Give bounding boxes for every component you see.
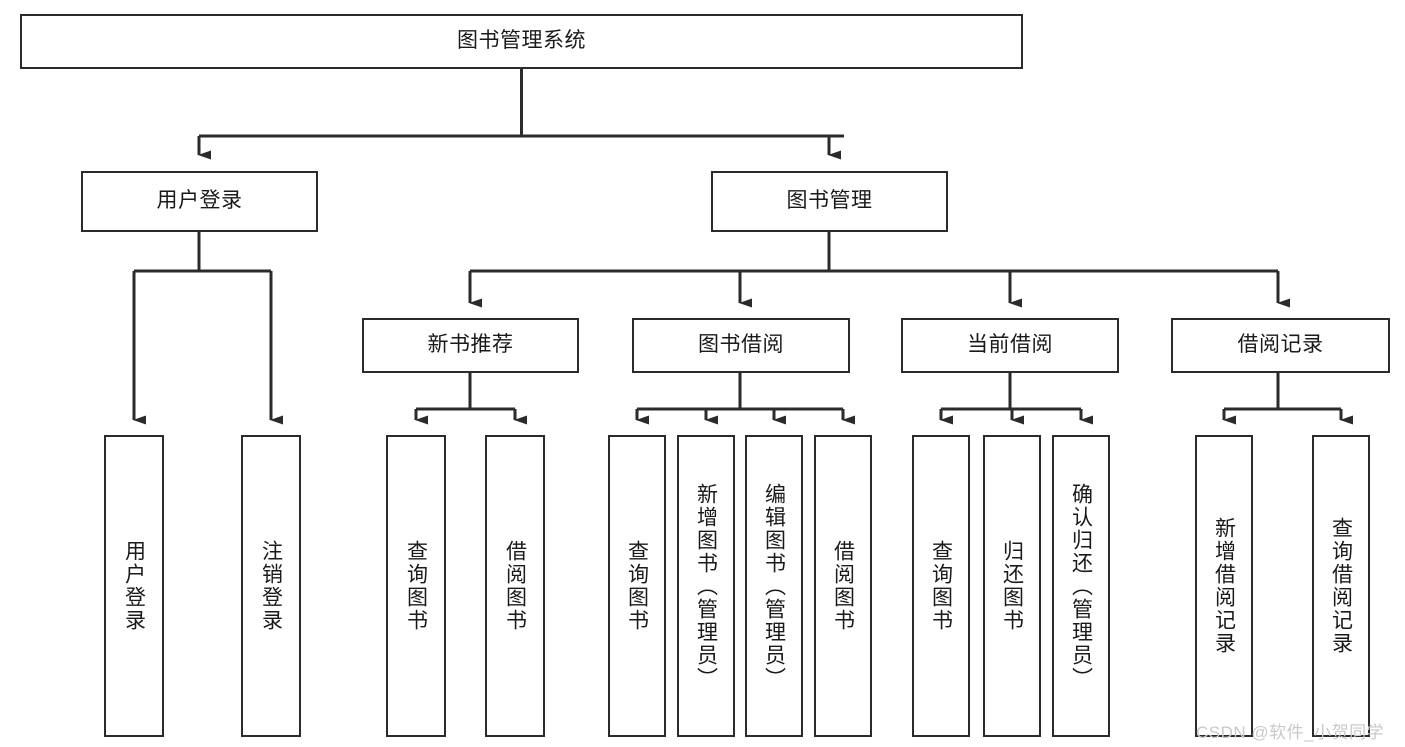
leaf-query-book-current[interactable]: 查询图书 xyxy=(912,435,970,737)
leaf-borrow-book-recommend-label: 借阅图书 xyxy=(503,540,527,632)
node-current-borrow[interactable]: 当前借阅 xyxy=(901,318,1119,373)
leaf-user-login[interactable]: 用户登录 xyxy=(104,435,164,737)
node-book-borrow[interactable]: 图书借阅 xyxy=(632,318,850,373)
leaf-query-book-recommend-label: 查询图书 xyxy=(404,540,428,632)
node-root[interactable]: 图书管理系统 xyxy=(20,14,1023,69)
leaf-add-book-admin[interactable]: 新增图书（管理员） xyxy=(677,435,735,737)
leaf-confirm-return-admin-label: 确认归还（管理员） xyxy=(1069,482,1093,690)
leaf-borrow-book-recommend[interactable]: 借阅图书 xyxy=(485,435,545,737)
leaf-user-logout-label: 注销登录 xyxy=(259,540,283,632)
node-new-book-recommend-label: 新书推荐 xyxy=(427,333,514,357)
node-book-borrow-label: 图书借阅 xyxy=(698,333,784,357)
leaf-return-book[interactable]: 归还图书 xyxy=(983,435,1041,737)
node-user-login-label: 用户登录 xyxy=(156,189,243,213)
leaf-user-logout[interactable]: 注销登录 xyxy=(241,435,301,737)
leaf-edit-book-admin-label: 编辑图书（管理员） xyxy=(762,482,786,690)
leaf-query-borrow-record-label: 查询借阅记录 xyxy=(1329,517,1353,655)
leaf-edit-book-admin[interactable]: 编辑图书（管理员） xyxy=(745,435,803,737)
node-new-book-recommend[interactable]: 新书推荐 xyxy=(362,318,579,373)
leaf-query-borrow-record[interactable]: 查询借阅记录 xyxy=(1312,435,1370,737)
leaf-return-book-label: 归还图书 xyxy=(1000,540,1024,632)
node-user-login[interactable]: 用户登录 xyxy=(81,171,318,232)
leaf-add-book-admin-label: 新增图书（管理员） xyxy=(694,482,718,690)
leaf-user-login-label: 用户登录 xyxy=(122,540,146,632)
node-book-management[interactable]: 图书管理 xyxy=(711,171,948,232)
leaf-confirm-return-admin[interactable]: 确认归还（管理员） xyxy=(1052,435,1110,737)
node-book-management-label: 图书管理 xyxy=(786,189,873,213)
leaf-query-book-borrow[interactable]: 查询图书 xyxy=(608,435,666,737)
node-borrow-record-label: 借阅记录 xyxy=(1237,333,1324,357)
leaf-add-borrow-record[interactable]: 新增借阅记录 xyxy=(1195,435,1253,737)
node-root-label: 图书管理系统 xyxy=(457,29,586,53)
leaf-query-book-current-label: 查询图书 xyxy=(929,540,953,632)
leaf-query-book-recommend[interactable]: 查询图书 xyxy=(386,435,446,737)
leaf-query-book-borrow-label: 查询图书 xyxy=(625,540,649,632)
leaf-add-borrow-record-label: 新增借阅记录 xyxy=(1212,517,1236,655)
leaf-borrow-book[interactable]: 借阅图书 xyxy=(814,435,872,737)
node-borrow-record[interactable]: 借阅记录 xyxy=(1171,318,1390,373)
node-current-borrow-label: 当前借阅 xyxy=(967,333,1053,357)
leaf-borrow-book-label: 借阅图书 xyxy=(831,540,855,632)
watermark: CSDN @软件_小贺同学 xyxy=(1196,723,1385,742)
